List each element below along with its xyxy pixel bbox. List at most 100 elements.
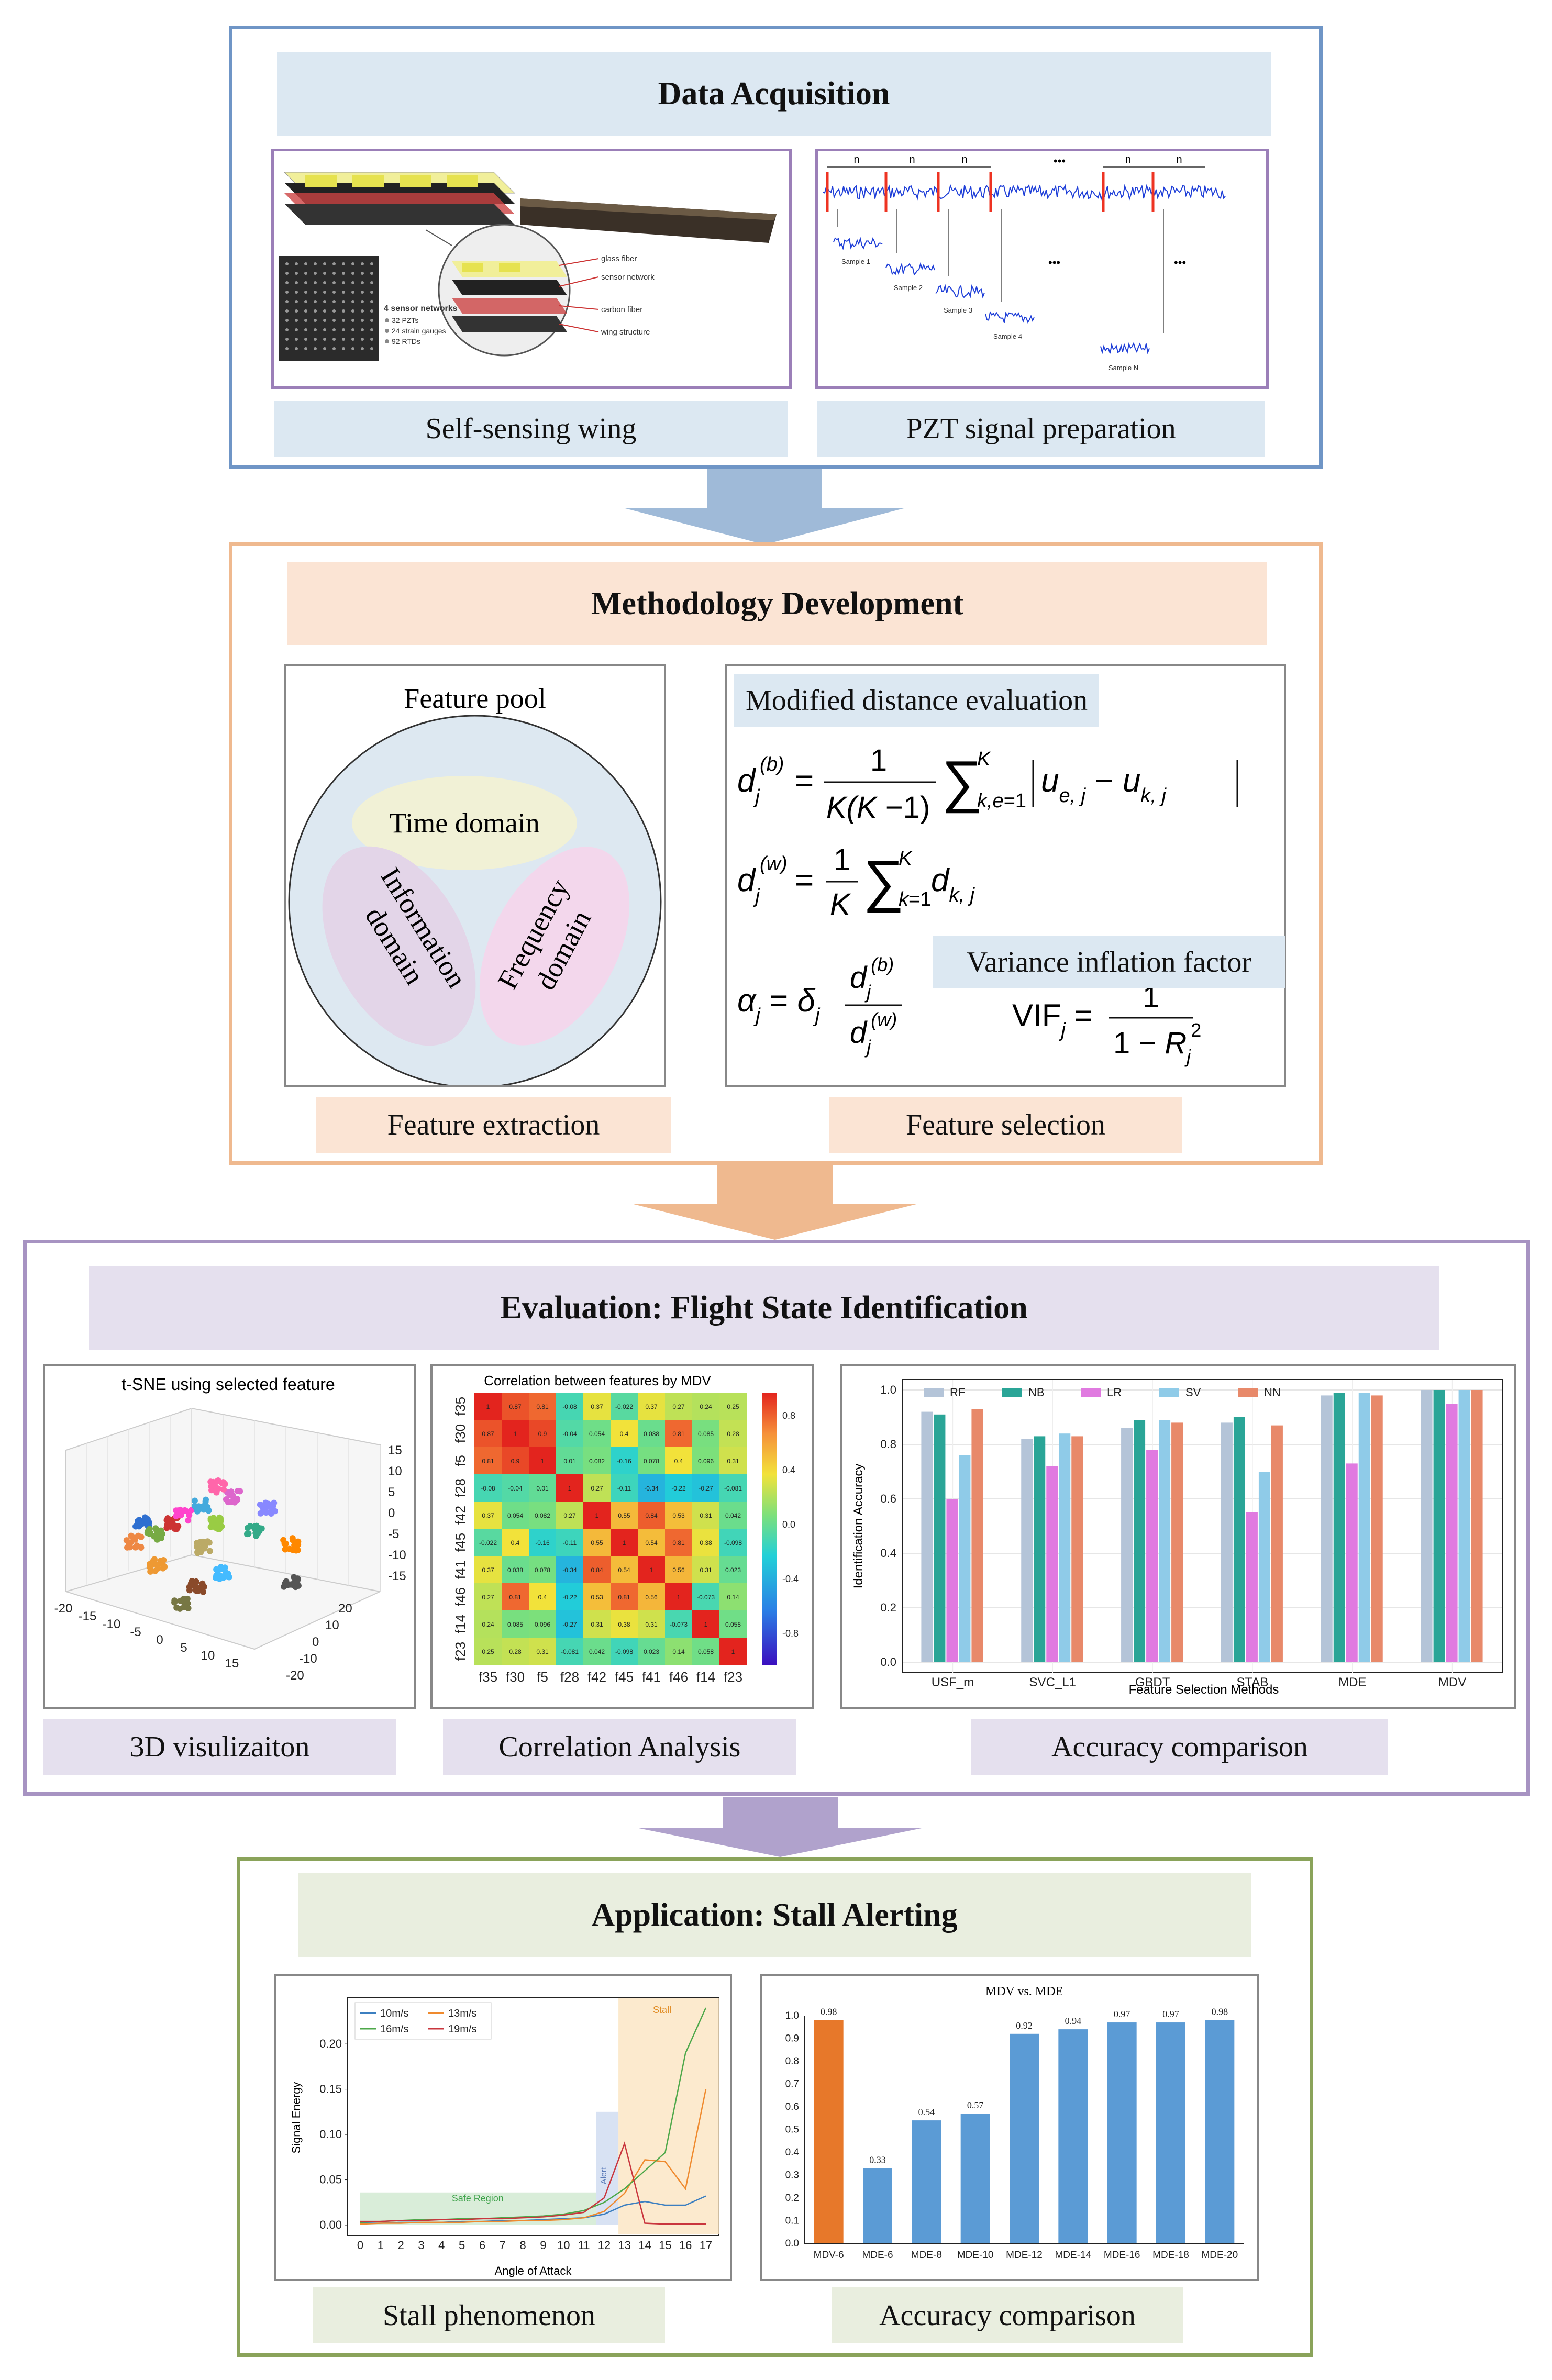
heatmap-cell (502, 1638, 529, 1665)
tsne-point (191, 1497, 198, 1504)
legend-swatch (1081, 1388, 1101, 1397)
sensor-dot (304, 338, 307, 341)
sensor-dot (285, 281, 289, 284)
tsne-point (175, 1511, 182, 1518)
sensor-dot (342, 262, 345, 265)
heatmap-cell-value: 0.81 (509, 1594, 522, 1601)
pzt-signal-preparation-label: PZT signal preparation (817, 401, 1265, 457)
heatmap-cell-value: 0.24 (482, 1621, 494, 1628)
eq-dw-lhs: dj(w) (737, 853, 788, 907)
heatmap-cell (556, 1502, 583, 1529)
tsne-point (284, 1582, 291, 1588)
tsne-point (231, 1499, 238, 1506)
sensor-dot (370, 309, 373, 313)
energy-x-tick: 11 (578, 2239, 590, 2252)
heatmap-cell-value: 0.37 (591, 1403, 603, 1410)
pzt-main-signal (823, 184, 1226, 201)
mdv-mde-y-tick: 1.0 (785, 2010, 799, 2021)
mdv-mde-x-tick: MDE-12 (1006, 2250, 1043, 2261)
heatmap-cell (502, 1556, 529, 1583)
legend-label: LR (1107, 1386, 1122, 1399)
accuracy-y-tick: 1.0 (880, 1383, 896, 1396)
heatmap-cell (583, 1556, 611, 1583)
heatmap-y-label: f46 (452, 1587, 468, 1606)
tsne-point (201, 1584, 207, 1591)
window-length-label: n (961, 154, 967, 165)
heatmap-cell-value: 1 (541, 1458, 545, 1465)
heatmap-cell (692, 1610, 719, 1638)
energy-ylabel: Signal Energy (290, 2082, 303, 2154)
heatmap-cell (502, 1529, 529, 1556)
heatmap-cell (474, 1420, 502, 1447)
tsne-point (193, 1578, 199, 1585)
heatmap-cell-value: 0.9 (511, 1458, 520, 1465)
heatmap-cell-value: -0.16 (535, 1539, 550, 1547)
heatmap-cell-value: 1 (704, 1621, 708, 1628)
sensor-dot (304, 300, 307, 303)
heatmap-cell (719, 1556, 747, 1583)
heatmap-cell (719, 1583, 747, 1610)
heatmap-cell (692, 1447, 719, 1474)
heatmap-cell (583, 1529, 611, 1556)
accuracy-bar (1171, 1422, 1183, 1662)
heatmap-cell-value: -0.098 (615, 1648, 633, 1655)
heatmap-cell (665, 1474, 692, 1502)
heatmap-cell (556, 1610, 583, 1638)
heatmap-cell-value: -0.34 (644, 1485, 659, 1492)
legend-label: 13m/s (448, 2008, 476, 2019)
heatmap-cell-value: 0.54 (645, 1539, 658, 1547)
tsne-point (194, 1508, 201, 1515)
sensor-dot (323, 300, 326, 303)
eq-db-den: K(K −1) (826, 791, 930, 825)
energy-x-tick: 13 (618, 2239, 630, 2252)
heatmap-cell (719, 1474, 747, 1502)
energy-x-tick: 5 (459, 2239, 465, 2252)
sensor-dot (295, 300, 298, 303)
heatmap-cell-value: 0.31 (700, 1512, 712, 1519)
mdv-mde-bar (1107, 2022, 1137, 2243)
heatmap-cell (556, 1529, 583, 1556)
sample-signal (935, 284, 985, 299)
heatmap-cell (529, 1447, 556, 1474)
accuracy-ylabel: Identification Accuracy (851, 1464, 866, 1589)
heatmap-cell (692, 1529, 719, 1556)
sensor-dot (370, 291, 373, 294)
accuracy-bar (971, 1409, 983, 1662)
heatmap-cell (692, 1393, 719, 1420)
mdv-mde-bar (1205, 2020, 1235, 2243)
tsne-title: t-SNE using selected feature (121, 1375, 335, 1394)
heatmap-cell-value: 0.31 (536, 1648, 549, 1655)
correlation-title: Correlation between features by MDV (484, 1373, 711, 1388)
heatmap-cell-value: 0.023 (644, 1648, 659, 1655)
signal-energy-chart: Stall Alert Safe Region 0.200.150.100.05… (290, 1997, 719, 2277)
accuracy-x-tick: USF_m (932, 1675, 974, 1689)
sensor-dot (332, 281, 336, 284)
accuracy-bar (1358, 1393, 1370, 1662)
tsne-x-tick: -15 (79, 1609, 97, 1623)
legend-label: RF (950, 1386, 965, 1399)
tsne-point (146, 1526, 153, 1532)
accuracy-comparison-label: Accuracy comparison (971, 1719, 1388, 1775)
tsne-point (171, 1599, 178, 1606)
heatmap-y-label: f14 (452, 1615, 468, 1633)
eq-dw-sum: ∑ (863, 849, 904, 913)
tsne-x-tick: 0 (156, 1633, 163, 1647)
heatmap-cell-value: 0.01 (536, 1485, 549, 1492)
heatmap-cell-value: 0.27 (563, 1512, 576, 1519)
energy-x-tick: 1 (378, 2239, 384, 2252)
eq-db-lhs: dj(b) (737, 753, 784, 808)
eq-db-sum-lower: k,e=1 (977, 790, 1026, 812)
sensor-dot (361, 309, 364, 313)
eq-dw-num: 1 (834, 843, 850, 877)
tsne-point (225, 1570, 231, 1577)
heatmap-cell-value: -0.08 (481, 1485, 495, 1492)
heatmap-cell (474, 1447, 502, 1474)
tsne-point (283, 1545, 290, 1552)
sample-signal (1100, 342, 1150, 355)
tsne-y-tick: 20 (338, 1602, 352, 1616)
evaluation-title: Evaluation: Flight State Identification (89, 1266, 1439, 1350)
tsne-point (152, 1533, 159, 1540)
heatmap-cell-value: 0.28 (509, 1648, 522, 1655)
heatmap-cell (638, 1610, 665, 1638)
heatmap-cell-value: -0.11 (617, 1485, 631, 1492)
